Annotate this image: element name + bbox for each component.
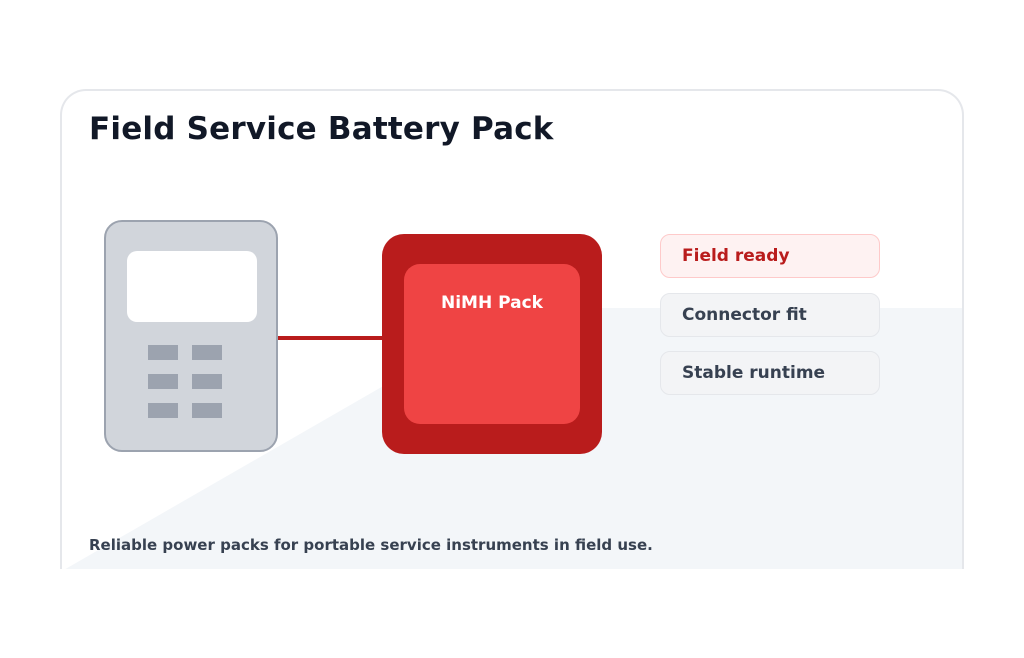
device-screen — [127, 251, 257, 322]
feature-chip-connector-fit: Connector fit — [660, 293, 880, 337]
battery-pack-core: NiMH Pack — [404, 264, 580, 424]
pack-label: NiMH Pack — [441, 293, 543, 313]
battery-pack-icon: NiMH Pack — [382, 234, 602, 454]
handheld-instrument-icon — [104, 220, 278, 452]
feature-chip-field-ready: Field ready — [660, 234, 880, 278]
page-caption: Reliable power packs for portable servic… — [89, 536, 653, 554]
feature-chip-stable-runtime: Stable runtime — [660, 351, 880, 395]
device-key — [148, 403, 178, 418]
page-title: Field Service Battery Pack — [89, 111, 554, 147]
connector-cable — [278, 336, 384, 340]
device-key — [148, 345, 178, 360]
device-key — [148, 374, 178, 389]
product-card: Field Service Battery Pack NiMH Pack Fie… — [60, 89, 964, 569]
device-key — [192, 345, 222, 360]
device-key — [192, 403, 222, 418]
device-key — [192, 374, 222, 389]
